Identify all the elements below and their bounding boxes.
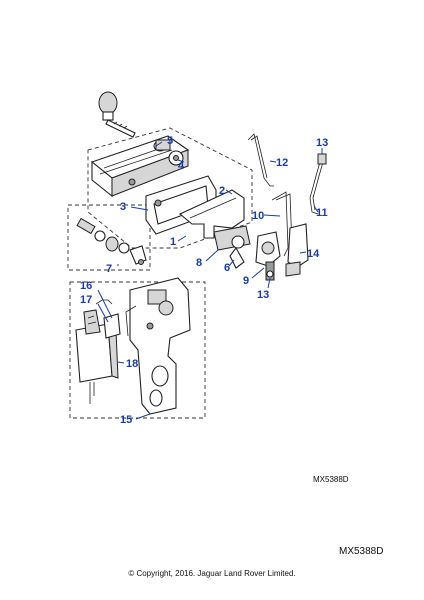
switch-part (95, 299, 121, 339)
callout-13b: 13 (257, 289, 269, 301)
copyright-notice: © Copyright, 2016. Jaguar Land Rover Lim… (128, 569, 296, 578)
reference-code-small: MX5388D (313, 475, 349, 484)
callout-6: 6 (224, 262, 230, 274)
callout-5: 5 (167, 135, 173, 147)
callout-15: 15 (120, 414, 132, 426)
rod-12 (247, 133, 274, 187)
lock-assembly-part (125, 277, 191, 415)
callout-9: 9 (243, 275, 249, 287)
reference-code-large: MX5388D (339, 546, 384, 557)
callout-18: 18 (126, 358, 138, 370)
key-part (98, 91, 136, 138)
callout-1: 1 (170, 236, 176, 248)
callout-12: 12 (276, 157, 288, 169)
lock-barrel-part (155, 139, 184, 166)
bolt-washer-parts (76, 217, 147, 265)
operating-lever-part (178, 189, 245, 239)
callout-10: 10 (252, 210, 264, 222)
locking-motor-part (75, 309, 119, 404)
callout-17: 17 (80, 294, 92, 306)
rod-10 (271, 191, 289, 257)
callout-3: 3 (120, 201, 126, 213)
callout-16: 16 (80, 280, 92, 292)
bracket-part (213, 225, 251, 269)
callout-13a: 13 (316, 137, 328, 149)
rod-11-part (309, 153, 327, 215)
callout-11: 11 (316, 207, 328, 219)
group-7-boundary (67, 204, 151, 271)
callout-14: 14 (307, 248, 320, 260)
group-15-boundary (69, 281, 206, 419)
lock-lever-part (255, 231, 281, 281)
rod-12b (250, 135, 268, 179)
callout-8: 8 (196, 257, 202, 269)
callout-4: 4 (178, 160, 185, 172)
handle-frame-part (145, 175, 217, 235)
callout-2: 2 (219, 185, 225, 197)
callout-7: 7 (106, 263, 112, 275)
latch-plate-part (285, 223, 309, 277)
